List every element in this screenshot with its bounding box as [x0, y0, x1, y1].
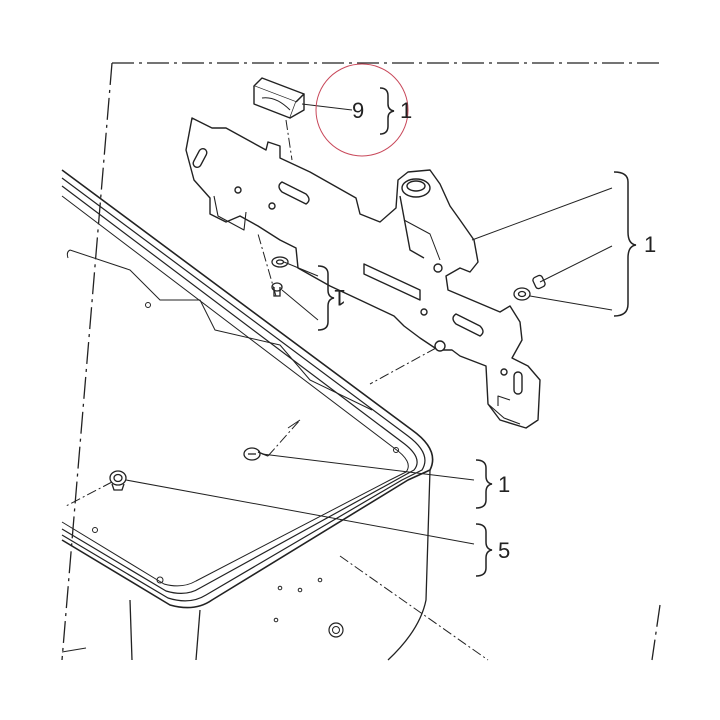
callout-part-9: 9 [352, 98, 364, 123]
callout-part-9-qty: 1 [400, 98, 412, 123]
callout-left-fastener-qty: 1 [334, 285, 346, 310]
callout-mid-screw-qty: 1 [498, 472, 510, 497]
small-fasteners [109, 256, 546, 491]
bracket-plate [185, 117, 541, 429]
door-panel [61, 169, 434, 661]
leader-lines [61, 103, 613, 661]
callout-bracket-qty: 1 [644, 232, 656, 257]
boundary-lines [61, 62, 661, 661]
braces [317, 87, 637, 577]
callout-lower-bolt-qty: 5 [498, 538, 510, 563]
foam-pad [253, 77, 305, 119]
highlight-circle [315, 63, 409, 157]
